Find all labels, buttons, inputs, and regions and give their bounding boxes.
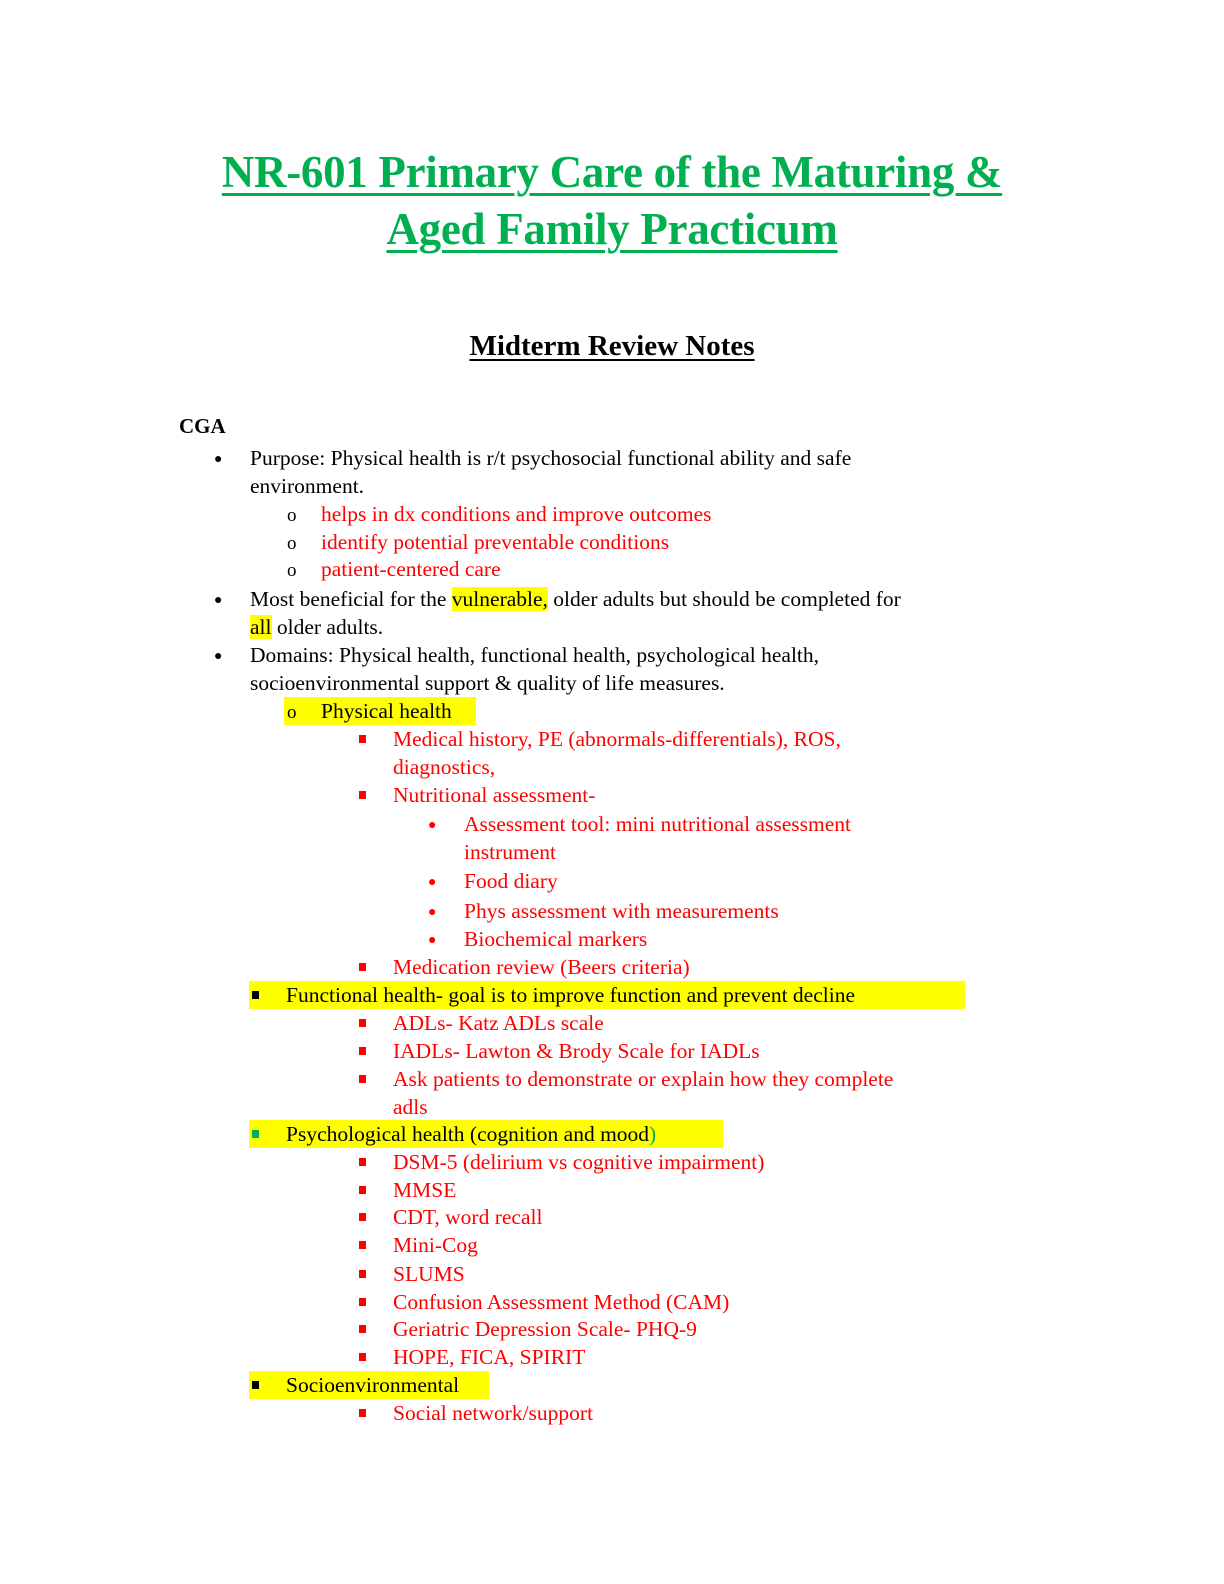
- bullet-square-icon: [359, 735, 366, 743]
- document-subtitle: Midterm Review Notes: [469, 330, 755, 362]
- bullet-square-icon: [359, 1213, 366, 1221]
- bullet-disc-icon: [428, 897, 436, 927]
- section-heading-cga: CGA: [179, 414, 226, 438]
- bullet-circle-icon: [287, 697, 297, 727]
- physical-item: Nutritional assessment-: [393, 783, 596, 807]
- psych-item: CDT, word recall: [393, 1205, 543, 1229]
- psych-item: Mini-Cog: [393, 1233, 478, 1257]
- psych-item: HOPE, FICA, SPIRIT: [393, 1345, 586, 1369]
- socio-item: Social network/support: [393, 1401, 594, 1425]
- physical-health-label: Physical health: [321, 699, 452, 723]
- bullet-square-icon: [359, 1298, 366, 1306]
- bullet-square-icon: [359, 1047, 366, 1055]
- bullet-square-icon: [359, 791, 366, 799]
- bullet-square-icon: [359, 1241, 366, 1249]
- bullet-square-icon: [359, 1075, 366, 1083]
- purpose-subitem: helps in dx conditions and improve outco…: [321, 502, 712, 526]
- highlight-bar: [284, 697, 476, 725]
- psych-item: SLUMS: [393, 1262, 465, 1286]
- nutrition-subitem: Food diary: [464, 869, 558, 893]
- bullet-square-icon: [359, 1158, 366, 1166]
- bullet-disc-icon: [428, 867, 436, 897]
- bullet-square-icon: [359, 1409, 366, 1417]
- purpose-line2: environment.: [250, 474, 365, 498]
- psych-item: DSM-5 (delirium vs cognitive impairment): [393, 1150, 765, 1174]
- bullet-square-icon: [359, 1353, 366, 1361]
- nutrition-subitem-cont: instrument: [464, 840, 556, 864]
- functional-item: ADLs- Katz ADLs scale: [393, 1011, 604, 1035]
- domains-line1: Domains: Physical health, functional hea…: [250, 643, 820, 667]
- socioenvironmental-label: Socioenvironmental: [286, 1373, 460, 1397]
- bullet-disc-icon: [214, 585, 222, 615]
- beneficial-line1: Most beneficial for the vulnerable, olde…: [250, 585, 901, 613]
- bullet-disc-icon: [428, 925, 436, 955]
- bullet-disc-icon: [428, 810, 436, 840]
- highlight-vulnerable: vulnerable,: [451, 587, 548, 611]
- highlight-all: all: [250, 615, 272, 639]
- nutrition-subitem: Biochemical markers: [464, 927, 648, 951]
- bullet-square-icon: [359, 1270, 366, 1278]
- physical-item: Medical history, PE (abnormals-different…: [393, 727, 841, 751]
- nutrition-subitem: Assessment tool: mini nutritional assess…: [464, 812, 851, 836]
- physical-item: Medication review (Beers criteria): [393, 955, 690, 979]
- bullet-disc-icon: [214, 641, 222, 671]
- purpose-line1: Purpose: Physical health is r/t psychoso…: [250, 446, 852, 470]
- text: older adults but should be completed for: [547, 587, 901, 611]
- bullet-square-icon: [359, 1186, 366, 1194]
- psychological-health-label: Psychological health (cognition and mood…: [286, 1120, 656, 1148]
- psych-item: MMSE: [393, 1178, 457, 1202]
- purpose-subitem: identify potential preventable condition…: [321, 530, 670, 554]
- purpose-subitem: patient-centered care: [321, 557, 501, 581]
- functional-item: IADLs- Lawton & Brody Scale for IADLs: [393, 1039, 760, 1063]
- functional-item: Ask patients to demonstrate or explain h…: [393, 1067, 894, 1091]
- beneficial-line2: all older adults.: [250, 613, 383, 641]
- bullet-square-icon: [252, 1381, 259, 1389]
- text: older adults.: [271, 615, 384, 639]
- text: Most beneficial for the: [250, 587, 452, 611]
- highlight-bar: [249, 981, 965, 1009]
- highlight-bar: [249, 1371, 489, 1399]
- nutrition-subitem: Phys assessment with measurements: [464, 899, 779, 923]
- bullet-square-icon: [359, 1325, 366, 1333]
- bullet-circle-icon: [287, 500, 297, 530]
- text: ): [649, 1122, 657, 1146]
- highlight-bar: [249, 1120, 723, 1148]
- bullet-circle-icon: [287, 555, 297, 585]
- bullet-square-icon: [252, 991, 259, 999]
- bullet-square-icon: [252, 1130, 259, 1138]
- text: Psychological health (cognition and mood: [286, 1122, 650, 1146]
- bullet-disc-icon: [214, 444, 222, 474]
- bullet-square-icon: [359, 1019, 366, 1027]
- bullet-square-icon: [359, 963, 366, 971]
- functional-health-label: Functional health- goal is to improve fu…: [286, 983, 855, 1007]
- bullet-circle-icon: [287, 528, 297, 558]
- document-title-line2: Aged Family Practicum: [386, 204, 838, 254]
- psych-item: Geriatric Depression Scale- PHQ-9: [393, 1317, 697, 1341]
- psych-item: Confusion Assessment Method (CAM): [393, 1290, 730, 1314]
- document-title-line1: NR-601 Primary Care of the Maturing &: [221, 147, 1003, 197]
- physical-item-cont: diagnostics,: [393, 755, 496, 779]
- domains-line2: socioenvironmental support & quality of …: [250, 671, 725, 695]
- functional-item-cont: adls: [393, 1095, 428, 1119]
